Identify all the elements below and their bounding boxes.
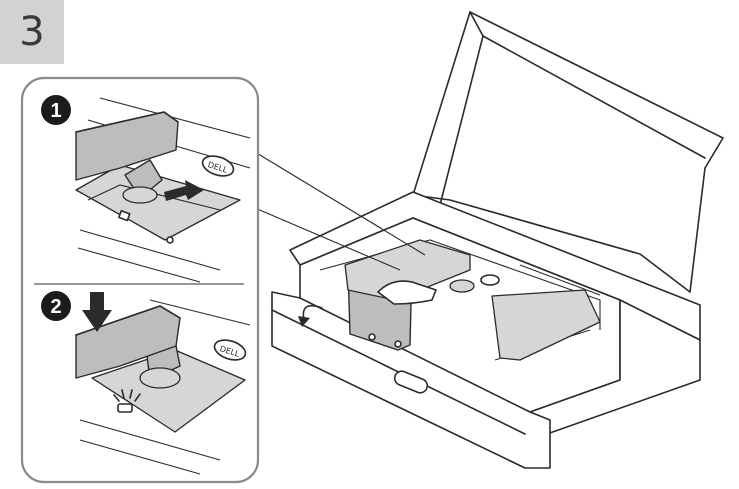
- box-lid: [412, 11, 724, 293]
- press-down-arrow-icon: [82, 292, 112, 332]
- detail-panel: DELL DELL: [20, 76, 260, 484]
- stand-base-plate: [75, 164, 241, 241]
- foam-sheet: [491, 289, 601, 361]
- monitor-box: [271, 11, 724, 469]
- dell-logo-1: [201, 155, 235, 177]
- sub-step-1-number: 1: [50, 100, 61, 122]
- sub-step-2-detail: DELL: [75, 292, 251, 475]
- click-indicator-icon: [113, 389, 141, 402]
- sub-step-1-detail: DELL: [75, 97, 251, 283]
- callout-line: [254, 207, 401, 271]
- callout-line: [254, 151, 426, 256]
- step-number-badge: 3: [0, 0, 64, 64]
- hand: [377, 280, 437, 305]
- latch-button: [117, 403, 133, 413]
- sub-step-2-number: 2: [50, 296, 61, 318]
- sub-step-2-marker: [41, 291, 71, 321]
- stand-neck-in-box: [344, 239, 471, 301]
- sub-step-1-marker: [41, 95, 71, 125]
- dell-logo-2: [213, 339, 247, 361]
- box-handle-hole: [393, 370, 429, 394]
- push-arrow-icon: [164, 180, 204, 201]
